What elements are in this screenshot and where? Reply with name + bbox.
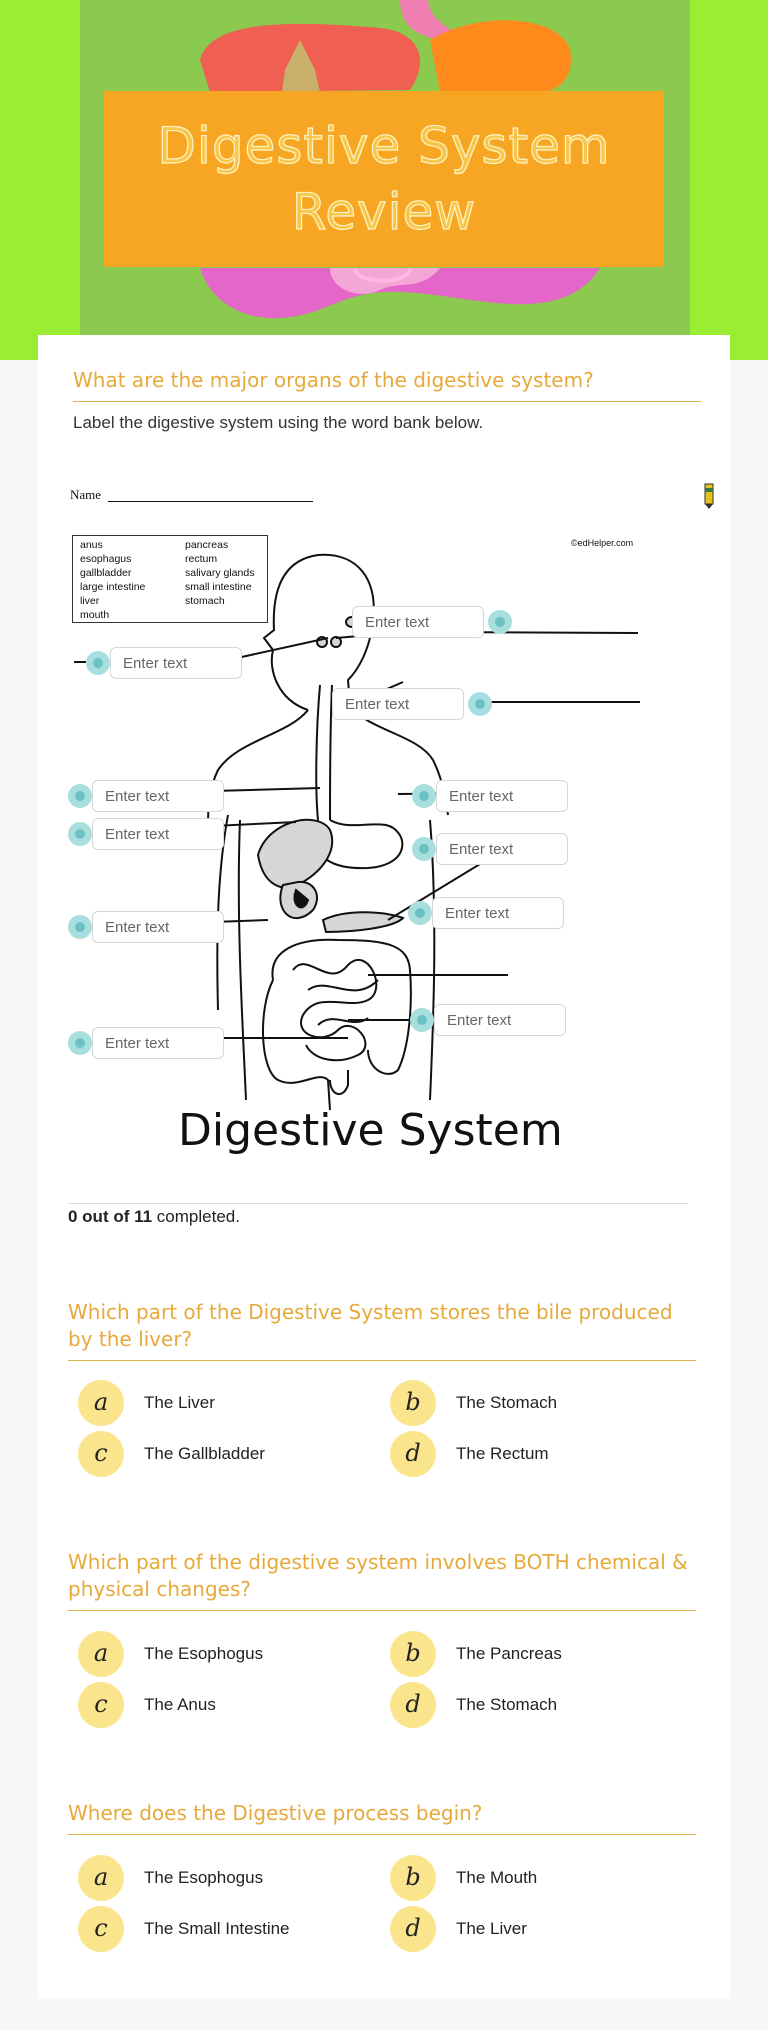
label-input-8[interactable] (432, 897, 564, 929)
pencil-icon (704, 483, 714, 509)
labeling-worksheet: Name ©edHelper.com anus esophagus gallbl… (68, 470, 728, 1170)
q3-option-c[interactable]: c The Anus (78, 1682, 358, 1728)
option-letter-badge: c (78, 1906, 124, 1952)
word-bank-column-1: anus esophagus gallbladder large intesti… (80, 538, 145, 622)
label-hotspot[interactable] (68, 822, 92, 846)
q2-option-b[interactable]: b The Stomach (390, 1380, 670, 1426)
q2-option-c[interactable]: c The Gallbladder (78, 1431, 358, 1477)
word-bank-item: rectum (185, 553, 218, 565)
page-title: Digestive System Review (157, 113, 610, 245)
q2-option-d[interactable]: d The Rectum (390, 1431, 670, 1477)
q2-option-a[interactable]: a The Liver (78, 1380, 358, 1426)
title-line-2: Review (291, 182, 477, 241)
option-label: The Anus (144, 1695, 216, 1714)
label-hotspot[interactable] (68, 1031, 92, 1055)
word-bank-item: mouth (80, 609, 110, 621)
option-label: The Pancreas (456, 1644, 562, 1663)
label-hotspot[interactable] (408, 901, 432, 925)
progress-suffix: completed. (152, 1207, 240, 1226)
word-bank-column-2: pancreas rectum salivary glands small in… (185, 538, 254, 608)
option-letter-badge: d (390, 1431, 436, 1477)
label-input-10[interactable] (434, 1004, 566, 1036)
q4-option-c[interactable]: c The Small Intestine (78, 1906, 358, 1952)
progress-divider (68, 1203, 688, 1204)
word-bank-item: salivary glands (185, 567, 255, 579)
option-label: The Liver (456, 1919, 527, 1938)
label-hotspot[interactable] (412, 784, 436, 808)
digestive-illustration (200, 0, 600, 319)
word-bank-item: liver (80, 595, 100, 607)
q4-option-b[interactable]: b The Mouth (390, 1855, 670, 1901)
option-label: The Rectum (456, 1444, 549, 1463)
label-input-11[interactable] (92, 1027, 224, 1059)
label-input-3[interactable] (332, 688, 464, 720)
option-letter-badge: a (78, 1631, 124, 1677)
label-input-4[interactable] (92, 780, 224, 812)
word-bank-item: esophagus (80, 553, 132, 565)
label-input-2[interactable] (352, 606, 484, 638)
worksheet-copyright: ©edHelper.com (571, 538, 634, 548)
q3-option-a[interactable]: a The Esophogus (78, 1631, 358, 1677)
word-bank-item: pancreas (185, 539, 229, 551)
option-label: The Stomach (456, 1393, 558, 1412)
label-hotspot[interactable] (86, 651, 110, 675)
label-hotspot[interactable] (468, 692, 492, 716)
title-box: Digestive System Review (104, 91, 664, 267)
option-label: The Mouth (456, 1868, 538, 1887)
option-label: The Stomach (456, 1695, 558, 1714)
label-hotspot[interactable] (412, 837, 436, 861)
option-letter-badge: a (78, 1855, 124, 1901)
label-input-7[interactable] (436, 833, 568, 865)
word-bank-item: anus (80, 539, 103, 551)
question-4-title: Where does the Digestive process begin? (68, 1800, 696, 1835)
word-bank-item: stomach (185, 595, 225, 607)
option-letter-badge: b (390, 1631, 436, 1677)
option-label: The Esophogus (144, 1644, 264, 1663)
label-input-9[interactable] (92, 911, 224, 943)
word-bank-item: gallbladder (80, 567, 132, 579)
question-2-title: Which part of the Digestive System store… (68, 1299, 696, 1361)
option-letter-badge: b (390, 1855, 436, 1901)
q4-option-a[interactable]: a The Esophogus (78, 1855, 358, 1901)
label-hotspot[interactable] (488, 610, 512, 634)
word-bank-item: large intestine (80, 581, 146, 593)
hero-banner: Digestive System Review (0, 0, 768, 360)
q3-option-b[interactable]: b The Pancreas (390, 1631, 670, 1677)
label-hotspot[interactable] (68, 784, 92, 808)
word-bank: anus esophagus gallbladder large intesti… (72, 535, 268, 623)
option-letter-badge: d (390, 1906, 436, 1952)
option-letter-badge: c (78, 1431, 124, 1477)
worksheet-name-label: Name (70, 487, 102, 502)
option-letter-badge: c (78, 1682, 124, 1728)
label-hotspot[interactable] (68, 915, 92, 939)
option-label: The Gallbladder (144, 1444, 265, 1463)
label-input-1[interactable] (110, 647, 242, 679)
question-1-title: What are the major organs of the digesti… (73, 367, 701, 402)
worksheet-card: What are the major organs of the digesti… (38, 335, 730, 1998)
title-line-1: Digestive System (157, 116, 611, 175)
option-label: The Esophogus (144, 1868, 264, 1887)
label-input-5[interactable] (92, 818, 224, 850)
label-hotspot[interactable] (410, 1008, 434, 1032)
worksheet-name-line (108, 501, 313, 502)
question-3-title: Which part of the digestive system invol… (68, 1549, 696, 1611)
option-letter-badge: b (390, 1380, 436, 1426)
label-input-6[interactable] (436, 780, 568, 812)
progress-status: 0 out of 11 completed. (68, 1207, 240, 1227)
q3-option-d[interactable]: d The Stomach (390, 1682, 670, 1728)
diagram-caption: Digestive System (178, 1105, 563, 1156)
option-letter-badge: a (78, 1380, 124, 1426)
option-letter-badge: d (390, 1682, 436, 1728)
question-1-instruction: Label the digestive system using the wor… (73, 413, 484, 432)
word-bank-item: small intestine (185, 581, 252, 593)
option-label: The Liver (144, 1393, 215, 1412)
progress-count: 0 out of 11 (68, 1207, 153, 1226)
q4-option-d[interactable]: d The Liver (390, 1906, 670, 1952)
option-label: The Small Intestine (144, 1919, 290, 1938)
